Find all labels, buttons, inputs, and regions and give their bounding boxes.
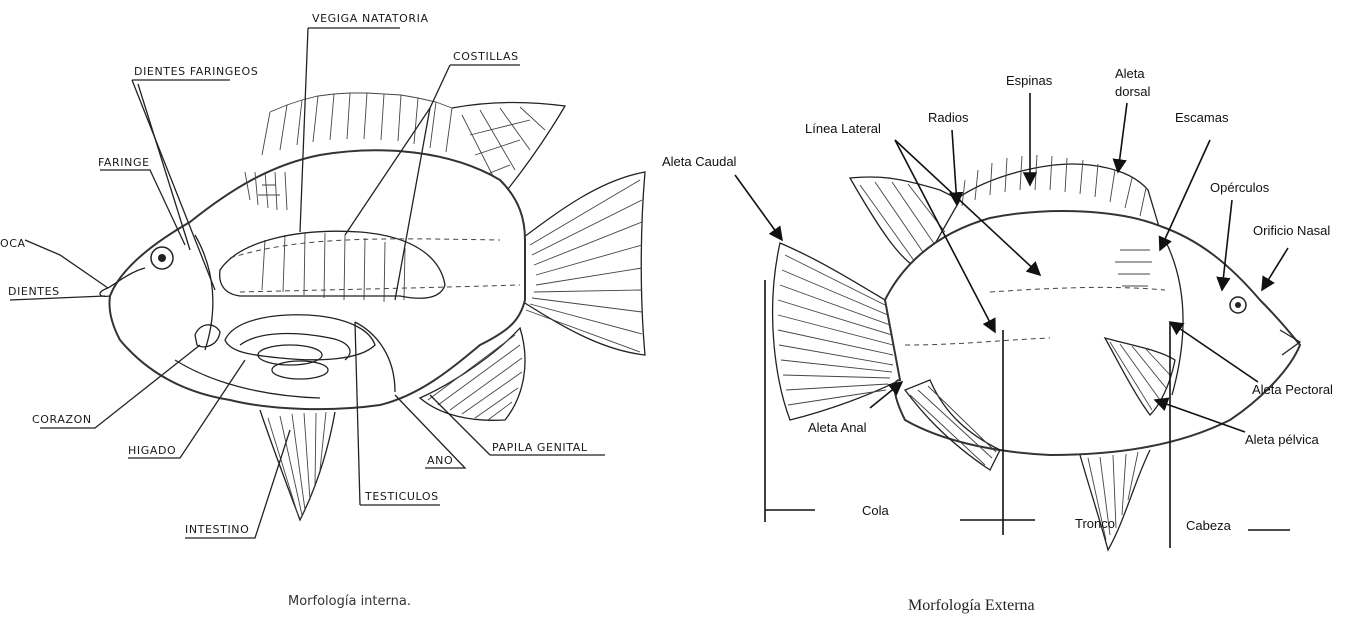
- label-aleta-dorsal-line1: Aleta: [1115, 66, 1145, 81]
- label-corazon: CORAZON: [32, 413, 92, 426]
- internal-pelvic-fin: [260, 410, 335, 520]
- label-escamas: Escamas: [1175, 110, 1229, 125]
- external-fish-drawing: [773, 155, 1300, 550]
- label-aleta-pelvica: Aleta pélvica: [1245, 432, 1319, 447]
- caption-internal: Morfología interna.: [288, 594, 411, 609]
- label-tronco: Tronco: [1075, 516, 1115, 531]
- label-cabeza: Cabeza: [1186, 518, 1232, 533]
- label-espinas: Espinas: [1006, 73, 1053, 88]
- caption-external: Morfología Externa: [908, 597, 1035, 614]
- internal-fish-body: [109, 150, 525, 409]
- label-papila-genital: PAPILA GENITAL: [492, 441, 588, 454]
- label-aleta-anal: Aleta Anal: [808, 420, 867, 435]
- label-linea-lateral: Línea Lateral: [805, 121, 881, 136]
- label-aleta-caudal: Aleta Caudal: [662, 154, 737, 169]
- label-operculos: Opérculos: [1210, 180, 1270, 195]
- label-boca: BOCA: [0, 237, 26, 250]
- label-vegiga-natatoria: VEGIGA NATATORIA: [312, 12, 429, 25]
- label-costillas: COSTILLAS: [453, 50, 519, 63]
- label-aleta-pectoral: Aleta Pectoral: [1252, 382, 1333, 397]
- label-dientes: DIENTES: [8, 285, 60, 298]
- label-faringe: FARINGE: [98, 156, 150, 169]
- label-aleta-dorsal-line2: dorsal: [1115, 84, 1151, 99]
- internal-caudal-fin: [520, 172, 645, 355]
- label-radios: Radios: [928, 110, 969, 125]
- label-dientes-faringeos: DIENTES FARINGEOS: [134, 65, 258, 78]
- label-cola: Cola: [862, 503, 890, 518]
- label-orificio-nasal: Orificio Nasal: [1253, 223, 1330, 238]
- label-testiculos: TESTICULOS: [364, 490, 439, 503]
- label-intestino: INTESTINO: [185, 523, 249, 536]
- external-fish-body: [885, 211, 1300, 455]
- label-ano: ANO: [427, 454, 453, 467]
- label-higado: HIGADO: [128, 444, 176, 457]
